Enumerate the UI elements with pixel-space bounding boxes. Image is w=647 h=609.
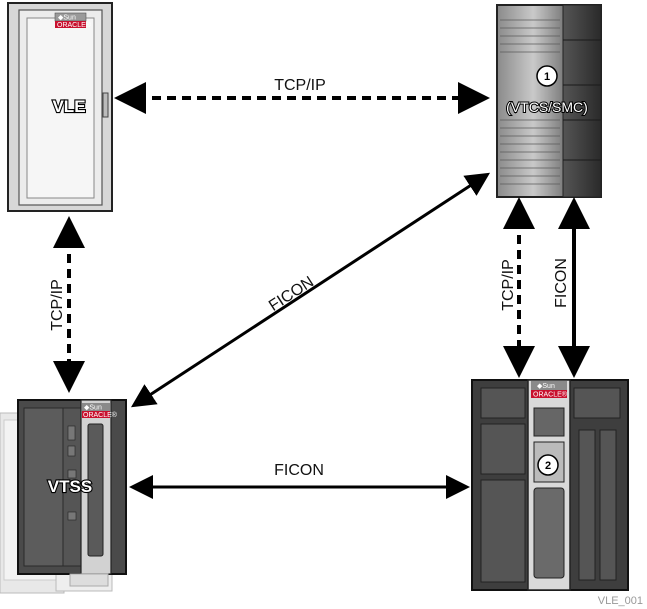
connection-vtss-host: FICON xyxy=(130,172,491,408)
figure-id: VLE_001 xyxy=(598,595,643,607)
vle-host-label: TCP/IP xyxy=(274,77,326,94)
vtss-library-label: FICON xyxy=(274,462,324,479)
vle-cabinet: ◆Sun ORACLE® VLE xyxy=(7,2,113,212)
svg-text:ORACLE®: ORACLE® xyxy=(83,411,118,419)
connection-vle-host: TCP/IP xyxy=(114,77,490,114)
host-server: 1 (VTCS/SMC) xyxy=(496,4,602,198)
vtss-cabinet: ◆Sun ORACLE® VTSS xyxy=(0,399,127,594)
callout-1: 1 xyxy=(544,71,550,83)
svg-text:◆Sun: ◆Sun xyxy=(84,405,102,412)
host-library-ficon-label: FICON xyxy=(553,258,570,308)
vle-vtss-label: TCP/IP xyxy=(49,279,66,331)
connection-vtss-library: FICON xyxy=(129,462,470,499)
sun-oracle-badge: ◆Sun ORACLE® xyxy=(82,403,118,419)
host-library-tcp-label: TCP/IP xyxy=(500,259,517,311)
svg-text:ORACLE®: ORACLE® xyxy=(533,391,568,399)
callout-1-circle xyxy=(536,65,558,87)
connection-host-library-tcp: TCP/IP xyxy=(500,197,535,378)
connection-host-library-ficon: FICON xyxy=(553,197,590,378)
vtss-label: VTSS xyxy=(48,477,92,496)
sun-oracle-badge: ◆Sun ORACLE® xyxy=(54,12,92,29)
sun-oracle-badge: ◆Sun ORACLE® xyxy=(531,381,568,399)
tape-library: ◆Sun ORACLE® 2 xyxy=(471,379,629,591)
svg-text:◆Sun: ◆Sun xyxy=(58,15,76,22)
vle-label: VLE xyxy=(52,97,85,116)
svg-text:ORACLE®: ORACLE® xyxy=(57,21,92,29)
host-label: (VTCS/SMC) xyxy=(506,99,588,115)
callout-2-circle xyxy=(537,454,559,476)
svg-text:◆Sun: ◆Sun xyxy=(537,383,555,390)
vtss-host-label: FICON xyxy=(266,274,317,315)
connection-vle-vtss: TCP/IP xyxy=(49,216,85,393)
callout-2: 2 xyxy=(545,460,551,472)
